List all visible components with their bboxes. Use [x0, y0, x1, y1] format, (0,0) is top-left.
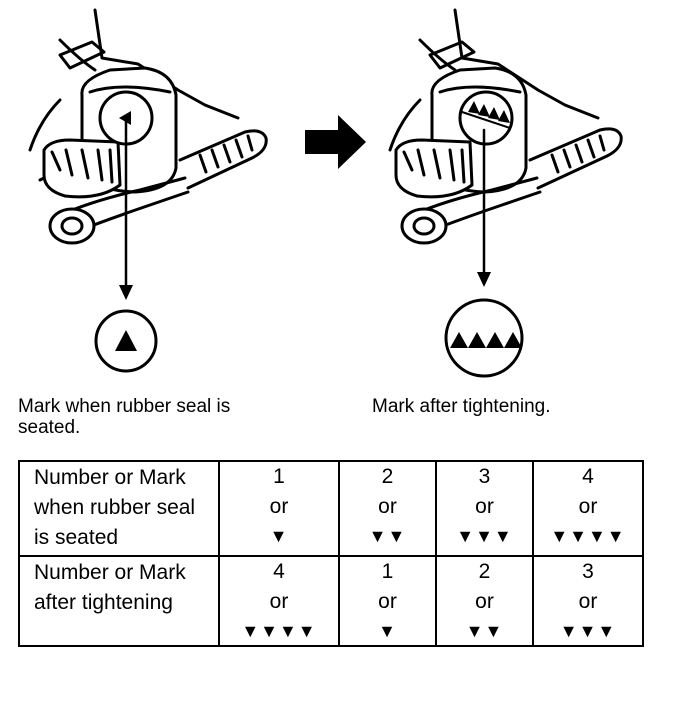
- right-filter-scene: [388, 8, 623, 274]
- cell-or: or: [269, 590, 289, 613]
- cell-marks: ▼▼▼▼: [241, 621, 317, 641]
- cell-marks: ▼▼▼: [456, 526, 513, 546]
- cell-number: 3: [478, 465, 491, 488]
- cell-number: 1: [381, 560, 394, 583]
- table-cell: 3 or ▼▼▼: [435, 460, 534, 557]
- cell-marks: ▼: [378, 621, 397, 641]
- cell-number: 4: [273, 560, 285, 583]
- left-pointer-arrowhead: [119, 285, 133, 300]
- cell-or: or: [578, 495, 598, 518]
- cell-marks: ▼▼▼▼: [550, 526, 626, 546]
- caption-tightened: Mark after tightening.: [372, 396, 551, 417]
- cell-or: or: [578, 590, 598, 613]
- table-cell: 4 or ▼▼▼▼: [532, 460, 644, 557]
- cell-number: 4: [582, 465, 594, 488]
- row-header: Number or Mark after tightening: [18, 555, 220, 647]
- table-cell: 1 or ▼: [338, 555, 437, 647]
- cell-number: 2: [478, 560, 491, 583]
- table-row-seated: Number or Mark when rubber seal is seate…: [18, 460, 644, 557]
- mark-correspondence-table: Number or Mark when rubber seal is seate…: [18, 460, 644, 647]
- table-cell: 1 or ▼: [218, 460, 340, 557]
- right-arrow-icon: [305, 115, 366, 169]
- tightened-mark-triangles-icon: [450, 332, 522, 348]
- row-header: Number or Mark when rubber seal is seate…: [18, 460, 220, 557]
- cell-or: or: [378, 495, 397, 518]
- cell-or: or: [475, 590, 494, 613]
- table-cell: 3 or ▼▼▼: [532, 555, 644, 647]
- tightened-mark-callout: [444, 298, 524, 378]
- cell-number: 3: [582, 560, 594, 583]
- cell-or: or: [378, 590, 397, 613]
- cell-number: 2: [381, 465, 394, 488]
- caption-seated: Mark when rubber seal is seated.: [18, 396, 231, 438]
- left-small-triangle-icon: [119, 111, 131, 125]
- oil-filter-illustration: [28, 8, 623, 378]
- table-cell: 2 or ▼▼: [435, 555, 534, 647]
- cell-marks: ▼▼▼: [559, 621, 617, 641]
- seated-mark-triangle-icon: [115, 330, 137, 351]
- cell-marks: ▼▼: [465, 621, 504, 641]
- cell-or: or: [475, 495, 494, 518]
- cell-number: 1: [273, 465, 285, 488]
- right-small-triangles-icon: [468, 101, 510, 123]
- cell-marks: ▼▼: [368, 526, 407, 546]
- table-cell: 2 or ▼▼: [338, 460, 437, 557]
- left-filter-scene: [28, 8, 268, 287]
- table-cell: 4 or ▼▼▼▼: [218, 555, 340, 647]
- right-pointer-arrowhead: [477, 272, 491, 287]
- cell-marks: ▼: [269, 526, 289, 546]
- table-row-tightened: Number or Mark after tightening 4 or ▼▼▼…: [18, 555, 644, 647]
- cell-or: or: [269, 495, 289, 518]
